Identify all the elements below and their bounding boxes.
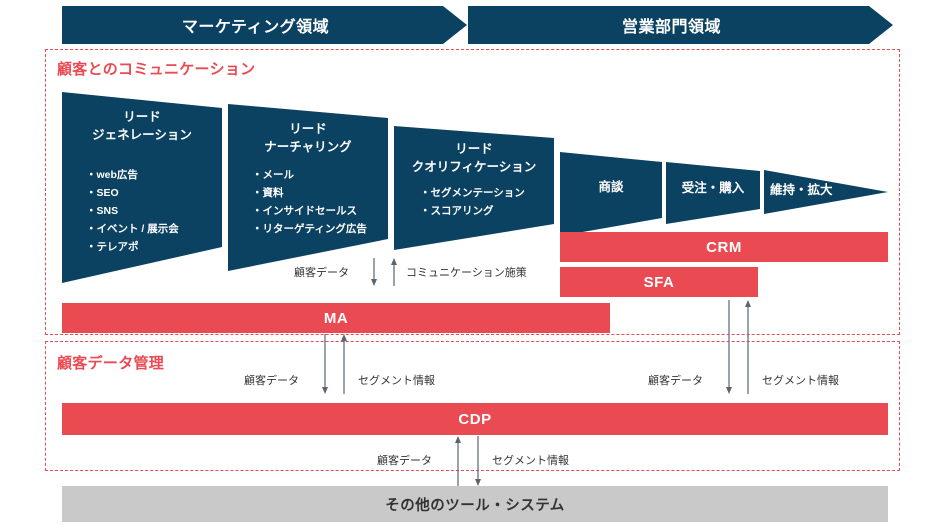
- funnel-stage-item: ・インサイドセールス: [252, 205, 357, 218]
- funnel-stage-item: ・メール: [252, 169, 294, 181]
- tool-bar-cdp: CDP: [62, 403, 888, 435]
- funnel-stage-title: 商談: [598, 180, 624, 194]
- section-data-management-title: 顧客データ管理: [57, 355, 165, 372]
- funnel-stage-item: ・テレアポ: [86, 241, 139, 254]
- funnel-stage-title: 受注・購入: [681, 181, 745, 195]
- funnel-stage-item: ・スコアリング: [420, 205, 494, 218]
- funnel-stage-item: ・SNS: [86, 205, 119, 218]
- flow-label-funnel-customer-data: 顧客データ: [294, 267, 349, 279]
- flow-label-sfa-segment-info: セグメント情報: [762, 375, 839, 387]
- arrow-down-sfa-customer-data: [723, 300, 735, 394]
- section-communication-title: 顧客とのコミュニケーション: [57, 61, 256, 78]
- arrow-down-cdp-segment-info: [472, 436, 484, 486]
- funnel-stage-item: ・イベント / 展示会: [86, 223, 179, 236]
- funnel-stage-lead-generation: リード ジェネレーション ・web広告 ・SEO ・SNS ・イベント / 展示…: [62, 92, 222, 283]
- arrow-up-funnel-communication: [388, 258, 400, 286]
- flow-label-cdp-segment-info: セグメント情報: [492, 455, 569, 467]
- funnel-stage-title: リード クオリフィケーション: [411, 142, 537, 175]
- funnel-stage-items: ・メール ・資料 ・インサイドセールス ・リターゲティング広告: [228, 166, 388, 238]
- flow-label-funnel-communication: コミュニケーション施策: [406, 267, 527, 279]
- funnel-stage-title: リード ナーチャリング: [264, 122, 352, 155]
- arrow-down-funnel-customer-data: [368, 258, 380, 286]
- flow-label-cdp-customer-data: 顧客データ: [377, 455, 432, 467]
- funnel-stage-item: ・セグメンテーション: [420, 187, 525, 199]
- tool-bar-sfa: SFA: [560, 267, 758, 297]
- section-communication-frame: [45, 49, 900, 335]
- tool-bar-ma: MA: [62, 303, 610, 333]
- flow-label-ma-segment-info: セグメント情報: [358, 375, 435, 387]
- section-data-management-frame: [45, 341, 900, 471]
- header-marketing-domain: マーケティング領域: [62, 6, 467, 44]
- flow-label-ma-customer-data: 顧客データ: [244, 375, 299, 387]
- arrow-up-ma-segment-info: [338, 334, 350, 394]
- tool-bar-other-systems: その他のツール・システム: [62, 486, 888, 522]
- funnel-stage-title: 維持・拡大: [770, 183, 833, 197]
- funnel-stage-title: リード ジェネレーション: [92, 110, 192, 143]
- arrow-down-ma-customer-data: [319, 334, 331, 394]
- funnel-stage-item: ・資料: [252, 187, 284, 200]
- arrow-up-cdp-customer-data: [452, 436, 464, 486]
- funnel-stage-item: ・リターゲティング広告: [252, 223, 367, 236]
- funnel-stage-item: ・web広告: [86, 169, 138, 181]
- arrow-up-sfa-segment-info: [742, 300, 754, 394]
- flow-label-sfa-customer-data: 顧客データ: [648, 375, 703, 387]
- funnel-stage-items: ・web広告 ・SEO ・SNS ・イベント / 展示会 ・テレアポ: [62, 166, 222, 256]
- header-sales-domain: 営業部門領域: [468, 6, 893, 44]
- funnel-stage-item: ・SEO: [86, 187, 119, 200]
- tool-bar-crm: CRM: [560, 232, 888, 262]
- funnel-stage-items: ・セグメンテーション ・スコアリング: [394, 184, 554, 220]
- funnel-stage-lead-nurturing: リード ナーチャリング ・メール ・資料 ・インサイドセールス ・リターゲティン…: [228, 104, 388, 271]
